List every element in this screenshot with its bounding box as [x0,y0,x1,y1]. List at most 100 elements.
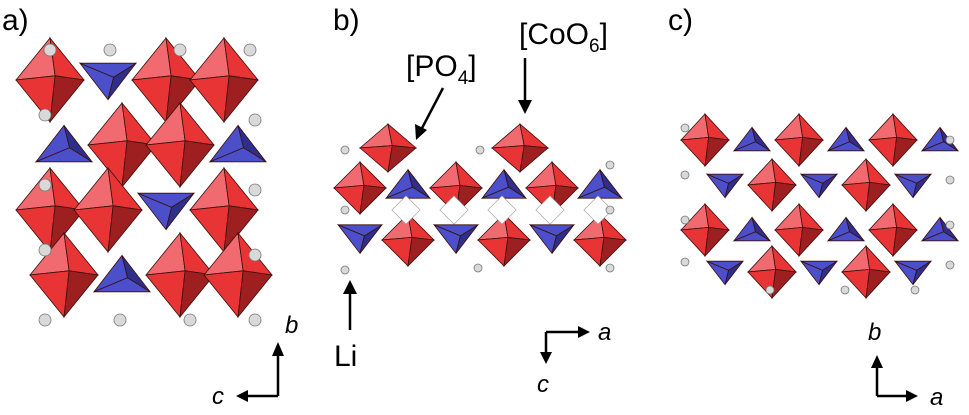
lithium-atom [38,313,52,327]
octahedron-face [704,226,730,258]
octahedron-face [524,161,557,189]
octahedron-face [771,244,798,273]
axis-label-c: c [212,383,224,410]
octahedron-face [798,112,825,141]
octahedron-face [477,236,509,267]
octahedron-face [865,157,892,186]
octahedron-face [145,140,186,188]
tetrahedron-face [93,277,152,293]
octahedron-face [704,136,730,168]
octahedron-face [73,167,114,211]
octahedron-face [491,145,525,173]
octahedron-face [746,245,777,273]
axis-arrowhead-a [578,326,590,338]
octahedron-face [428,161,461,189]
panel-c: c) b a [668,4,960,411]
lithium-atom [945,175,955,185]
octahedron-face [131,37,172,81]
octahedron-face [868,226,898,257]
octahedron-face [145,270,186,318]
panel-b-axes: a c [537,319,611,398]
octahedron-face [63,270,99,319]
tetrahedron-face [894,260,933,271]
octahedron-face [892,136,918,168]
octahedron-face [865,244,892,273]
octahedron-face [680,136,710,167]
lithium-atom [765,285,775,295]
octahedron-face [179,101,215,146]
octahedron-face [840,245,871,273]
octahedron-face [49,36,85,81]
tetrahedron-face [79,62,138,78]
octahedron-face [407,236,435,268]
octahedron-face [773,113,804,141]
axis-label-a: a [598,319,611,346]
lithium-atom [173,43,187,57]
octahedron-face [223,75,259,124]
octahedron-face [121,140,157,189]
octahedron-face [15,205,56,253]
tetrahedron-face [921,141,960,152]
octahedron-face [798,202,825,231]
lithium-atom [945,220,955,230]
tetrahedron-face [209,147,268,163]
li-arrowhead [343,280,357,294]
tetrahedron-face [827,231,866,242]
lithium-atom [248,313,262,327]
void-site [487,195,517,225]
void-site [535,195,565,225]
lithium-atom [605,205,615,215]
tetrahedron-face [800,260,839,271]
lithium-atom [340,145,350,155]
lithium-atom [473,263,483,273]
octahedron-face [131,75,172,123]
octahedron-face [798,136,824,168]
octahedron-face [381,236,413,267]
octahedron-face [747,181,777,212]
octahedron-face [179,270,215,319]
octahedron-face [774,226,804,257]
tetrahedron-face [35,147,94,163]
lithium-atom [475,145,485,155]
po4-annotation: [PO4] [406,50,477,89]
octahedron-face [332,161,365,189]
panel-c-structure [679,112,960,300]
void-site [439,195,469,225]
panel-c-label: c) [668,4,693,37]
octahedron-face [892,202,919,231]
octahedron-face [892,226,918,258]
lithium-atom [605,263,615,273]
tetrahedron-face [529,224,576,237]
tetrahedron-face [137,192,196,208]
lithium-atom [248,113,262,127]
octahedron-face [798,226,824,258]
octahedron-face [387,145,417,174]
octahedron-face [189,167,230,211]
panel-c-axes: b a [868,319,943,411]
octahedron-face [237,270,273,319]
octahedron-face [771,157,798,186]
tetrahedron-face [706,260,745,271]
void-site [391,195,421,225]
coo6-arrowhead [518,100,532,114]
panel-b: b) [PO4] [CoO6] Li a c [332,4,628,398]
octahedron-face [203,270,244,318]
lithium-atom [945,260,955,270]
octahedron-face [73,205,114,253]
octahedron-face [189,205,230,253]
octahedron-face [746,158,777,186]
tetrahedron-face [894,173,933,184]
lithium-atom [340,265,350,275]
lithium-atom [680,170,690,180]
lithium-atom [103,43,117,57]
coo6-annotation: [CoO6] [519,18,608,57]
lithium-atom [243,43,257,57]
octahedron-face [865,268,891,300]
lithium-atom [680,257,690,267]
tetrahedron-face [337,224,384,237]
octahedron-face [892,112,919,141]
octahedron-face [865,181,891,213]
lithium-atom [680,215,690,225]
tetrahedron-face [827,141,866,152]
